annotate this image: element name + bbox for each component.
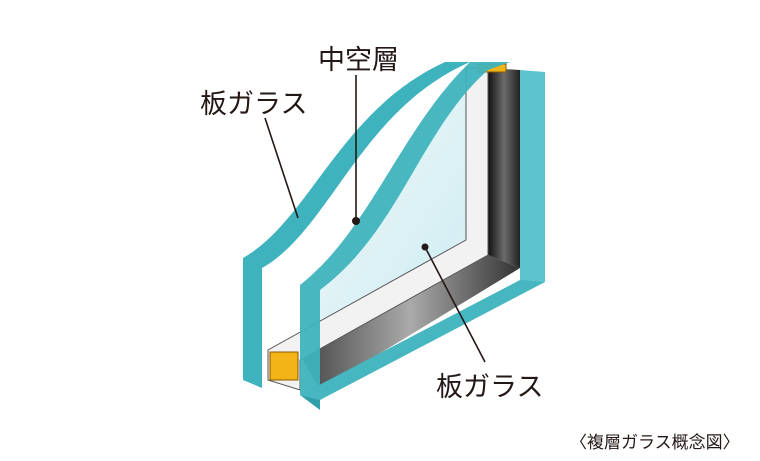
hollow-marker (352, 217, 360, 225)
desiccant-bottom (269, 351, 299, 381)
label-glass-pane-inner: 板ガラス (436, 372, 544, 403)
spacer-right (488, 68, 520, 268)
inner-marker (421, 243, 429, 251)
leader-inner (424, 246, 486, 363)
leader-outer (264, 117, 299, 219)
spacer-bottom (300, 255, 520, 390)
outer-pane-bottom-edge (300, 280, 545, 400)
diagram-caption: 〈複層ガラス概念図〉 (570, 433, 740, 453)
outer-pane-right-edge (520, 70, 545, 290)
label-hollow-layer: 中空層 (318, 45, 399, 76)
outer-glass-pane (243, 62, 470, 388)
label-glass-pane-outer: 板ガラス (200, 89, 308, 120)
